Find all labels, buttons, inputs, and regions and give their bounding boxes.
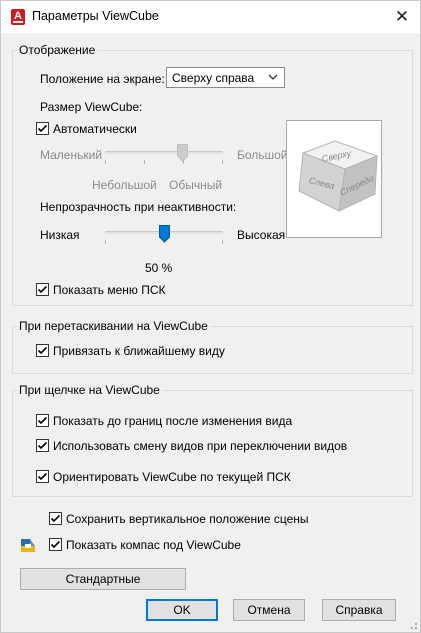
close-icon[interactable]: ✕ <box>394 7 410 26</box>
checkmark-icon <box>37 472 48 481</box>
checkmark-icon <box>50 540 61 549</box>
display-group-legend: Отображение <box>19 43 96 57</box>
checkmark-icon <box>37 124 48 133</box>
opacity-value: 50 % <box>145 261 173 275</box>
size-max-label: Большой <box>237 148 288 162</box>
checkmark-icon <box>37 346 48 355</box>
size-tick <box>144 160 145 164</box>
clicking-group-legend: При щелчке на ViewCube <box>19 383 160 397</box>
autocad-app-icon: A <box>11 9 25 25</box>
help-button[interactable]: Справка <box>322 599 396 621</box>
show-compass-label: Показать компас под ViewCube <box>66 538 241 552</box>
auto-size-checkbox[interactable] <box>36 122 49 135</box>
position-dropdown[interactable]: Сверху справа <box>166 67 285 88</box>
cancel-button[interactable]: Отмена <box>233 599 305 621</box>
orient-ucs-checkbox[interactable] <box>36 470 49 483</box>
size-label: Размер ViewCube: <box>40 100 143 114</box>
opacity-slider-thumb[interactable] <box>159 225 170 243</box>
ucs-menu-label: Показать меню ПСК <box>53 283 166 297</box>
compass-icon <box>21 539 35 552</box>
chevron-down-icon <box>268 74 278 80</box>
checkmark-icon <box>50 514 61 523</box>
size-tick <box>105 160 106 164</box>
size-tick <box>222 160 223 164</box>
show-compass-checkbox[interactable] <box>49 538 62 551</box>
position-label: Положение на экране: <box>40 72 165 86</box>
title-bar: A Параметры ViewCube ✕ <box>1 1 420 33</box>
clicking-group: При щелчке на ViewCube <box>12 383 413 497</box>
size-slider-track <box>105 151 223 154</box>
zoom-extents-label: Показать до границ после изменения вида <box>53 414 293 428</box>
size-normal-label: Обычный <box>169 178 223 192</box>
keep-upright-checkbox[interactable] <box>49 512 62 525</box>
size-slider-thumb <box>177 144 188 162</box>
opacity-high-label: Высокая <box>237 228 286 242</box>
opacity-tick <box>222 240 223 244</box>
size-small-label: Небольшой <box>92 178 157 192</box>
viewcube-preview: Сверху Слева Спереди <box>286 120 382 238</box>
view-transitions-label: Использовать смену видов при переключени… <box>53 439 348 453</box>
checkmark-icon <box>37 285 48 294</box>
zoom-extents-checkbox[interactable] <box>36 414 49 427</box>
opacity-label: Непрозрачность при неактивности: <box>40 200 237 214</box>
defaults-button[interactable]: Стандартные <box>20 568 186 590</box>
position-value: Сверху справа <box>172 71 255 85</box>
auto-size-label: Автоматически <box>53 122 137 136</box>
size-tick <box>183 160 184 164</box>
ok-button[interactable]: OK <box>146 599 218 621</box>
view-transitions-checkbox[interactable] <box>36 439 49 452</box>
size-min-label: Маленький <box>40 148 103 162</box>
viewcube-preview-image: Сверху Слева Спереди <box>298 140 379 212</box>
opacity-tick <box>105 240 106 244</box>
dragging-group: При перетаскивании на ViewCube <box>12 319 413 374</box>
checkmark-icon <box>37 441 48 450</box>
opacity-low-label: Низкая <box>40 228 80 242</box>
orient-ucs-label: Ориентировать ViewCube по текущей ПСК <box>53 470 291 484</box>
dragging-group-legend: При перетаскивании на ViewCube <box>19 319 208 333</box>
resize-grip-icon[interactable] <box>408 620 418 630</box>
snap-checkbox[interactable] <box>36 344 49 357</box>
ucs-menu-checkbox[interactable] <box>36 283 49 296</box>
keep-upright-label: Сохранить вертикальное положение сцены <box>66 512 309 526</box>
checkmark-icon <box>37 416 48 425</box>
window-title: Параметры ViewCube <box>32 9 159 23</box>
snap-label: Привязать к ближайшему виду <box>53 344 225 358</box>
display-group: Отображение <box>12 43 413 306</box>
